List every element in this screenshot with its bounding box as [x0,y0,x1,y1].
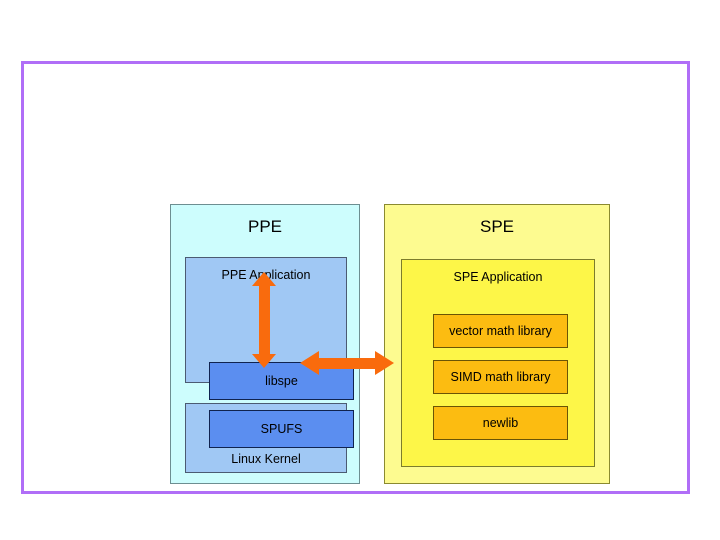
arrow-head-left-icon [300,351,319,375]
simd-math-library-label: SIMD math library [450,370,551,384]
ppe-panel-title: PPE [247,217,283,236]
newlib-label: newlib [482,416,519,430]
horizontal-arrow-shaft [318,358,381,369]
arrow-head-down-icon [252,354,276,368]
libspe-label: libspe [265,374,298,388]
vector-math-library-box[interactable]: vector math library [433,314,568,348]
libspe-box[interactable]: libspe [209,362,354,400]
spe-panel-title: SPE [479,217,515,236]
spe-application-title: SPE Application [453,270,543,284]
spufs-box[interactable]: SPUFS [209,410,354,448]
arrow-head-right-icon [375,351,394,375]
outer-frame: PPE PPE Application libspe Linux Kernel … [21,61,690,494]
spufs-label: SPUFS [260,422,303,436]
vertical-arrow-shaft [259,284,270,356]
spe-panel[interactable]: SPE SPE Application vector math library … [384,204,610,484]
simd-math-library-box[interactable]: SIMD math library [433,360,568,394]
linux-kernel-box[interactable]: Linux Kernel SPUFS [185,403,354,473]
newlib-box[interactable]: newlib [433,406,568,440]
arrow-head-up-icon [252,272,276,286]
ppe-panel[interactable]: PPE PPE Application libspe Linux Kernel … [170,204,360,484]
vector-math-library-label: vector math library [449,324,552,338]
linux-kernel-title: Linux Kernel [231,452,301,466]
spe-application-box[interactable]: SPE Application vector math library SIMD… [401,259,595,467]
